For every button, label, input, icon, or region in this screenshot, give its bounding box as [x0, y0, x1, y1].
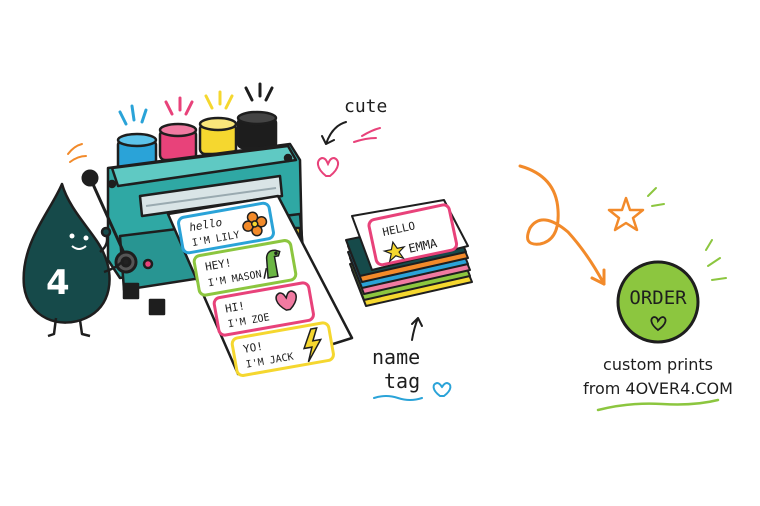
ink-cans	[116, 110, 278, 172]
cyan-ink-can	[116, 132, 158, 172]
order-button-label: ORDER	[629, 287, 687, 309]
heart-doodle-icon	[432, 381, 452, 397]
lightning-icon	[302, 327, 323, 363]
tag-annotation: tag	[384, 369, 420, 393]
loop-arrow	[518, 164, 606, 286]
ink-sparks	[118, 82, 274, 126]
label-greeting: hello	[188, 216, 223, 235]
heart-doodle-icon	[316, 156, 340, 177]
star-icon	[382, 240, 406, 263]
ink-drop-mascot: 4	[22, 182, 123, 338]
name-label-lily: hello I'M LILY	[177, 201, 275, 255]
name-tag-arrow	[411, 317, 423, 341]
magenta-ink-can	[158, 122, 198, 162]
label-greeting: HEY!	[204, 256, 232, 273]
accent-strokes	[353, 127, 381, 143]
motion-lines	[67, 143, 87, 163]
cute-annotation: cute	[344, 96, 387, 117]
order-caption-line2: from 4OVER4.COM	[583, 379, 733, 398]
black-ink-can	[236, 110, 278, 150]
underline-squiggle	[373, 395, 423, 401]
order-sparkles	[705, 239, 727, 281]
name-label-mason: HEY! I'M MASON	[192, 239, 298, 297]
label-greeting: HI!	[224, 299, 246, 315]
label-greeting: YO!	[242, 340, 264, 356]
name-label-jack: YO! I'M JACK	[230, 321, 335, 377]
name-annotation: name	[372, 345, 420, 369]
name-tag-emma: HELLO EMMA	[367, 203, 459, 267]
yellow-ink-can	[198, 116, 238, 156]
cute-arrow	[321, 121, 347, 145]
flower-icon	[242, 211, 268, 237]
order-caption-line1: custom prints	[603, 355, 713, 374]
arrow-head	[590, 268, 606, 286]
star-sparkles	[647, 187, 665, 207]
card-name: EMMA	[407, 236, 439, 256]
dinosaur-icon	[263, 249, 281, 279]
order-button[interactable]: ORDER	[616, 260, 700, 344]
star-doodle-icon	[607, 196, 645, 232]
caption-underline	[596, 398, 720, 412]
heart-icon	[275, 290, 297, 311]
heart-icon	[650, 316, 667, 332]
name-label-zoe: HI! I'M ZOE	[212, 281, 315, 337]
mascot-badge: 4	[46, 263, 70, 303]
